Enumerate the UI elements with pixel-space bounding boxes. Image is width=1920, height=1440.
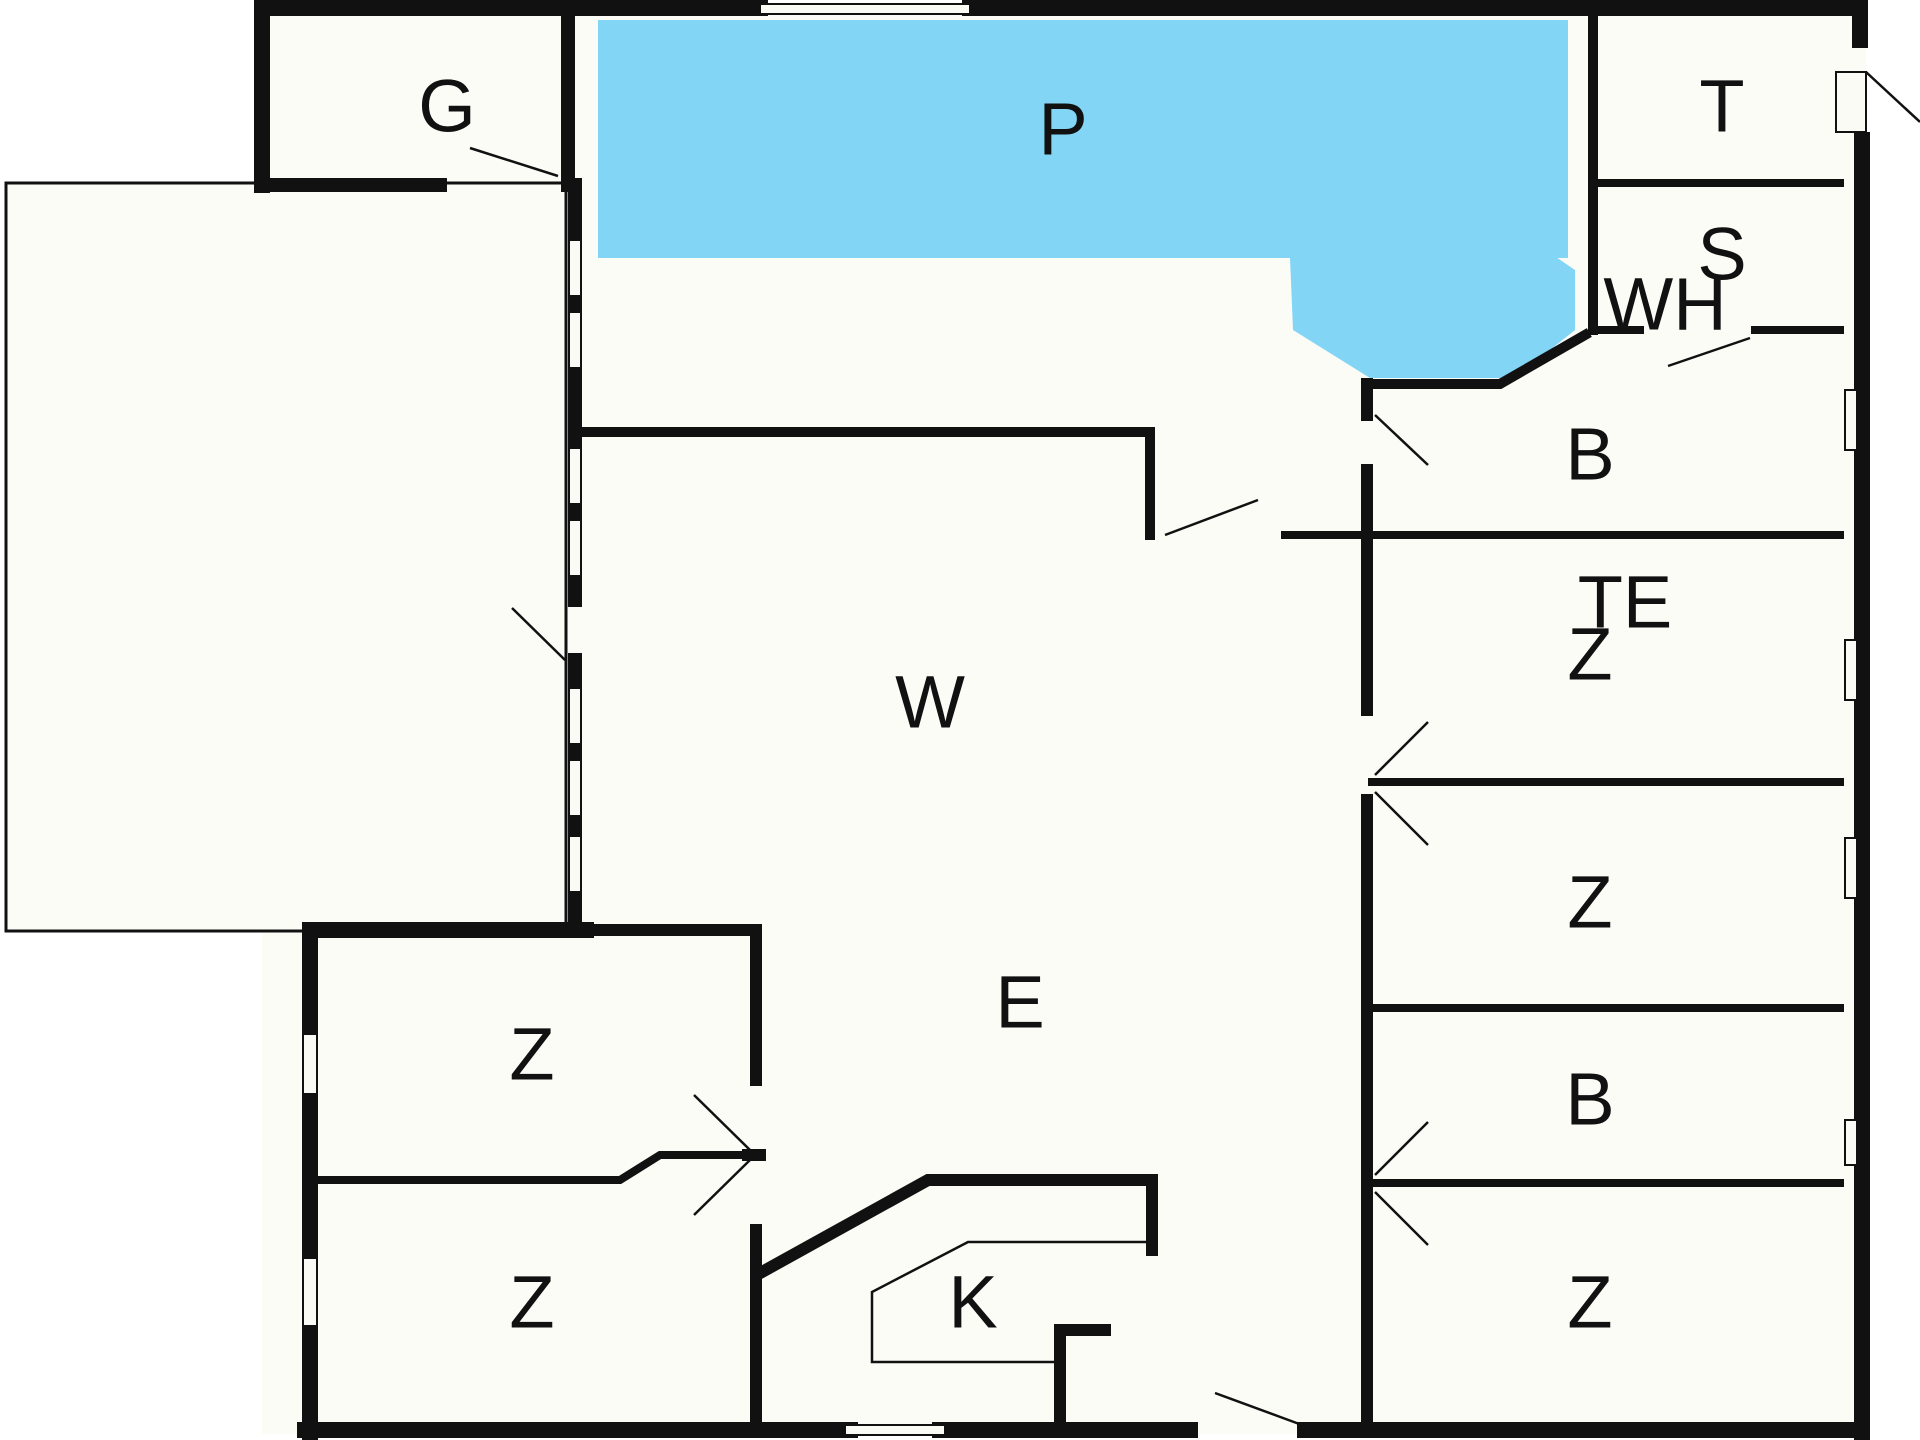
door-z-left-1: [693, 1094, 751, 1151]
window-left-wall-7: [568, 835, 582, 893]
room-label-g: G: [418, 65, 476, 148]
room-labels: G P T S WH B TE Z W Z E Z B Z K Z: [418, 65, 1746, 1344]
window-left-wall-6: [568, 759, 582, 817]
door-s: [1667, 336, 1751, 368]
windows: [302, 3, 1867, 1436]
window-left-wall-5: [568, 687, 582, 745]
window-right-2: [1844, 639, 1858, 701]
room-label-wh: WH: [1603, 263, 1726, 346]
room-label-te: TE: [1578, 561, 1673, 644]
window-right-3: [1844, 837, 1858, 899]
room-label-k: K: [948, 1261, 997, 1344]
room-label-z-right-middle: Z: [1567, 861, 1612, 944]
kitchen-counter: [870, 1240, 1148, 1364]
pool: [598, 20, 1575, 378]
room-label-s: S: [1697, 213, 1746, 296]
door-w-top: [1164, 498, 1259, 537]
terrace-area: [4, 181, 568, 933]
room-label-p: P: [1038, 88, 1087, 171]
room-label-t: T: [1699, 65, 1744, 148]
room-label-w: W: [895, 661, 965, 744]
window-left-lower-2: [302, 1257, 318, 1327]
room-label-z-right-upper: Z: [1567, 613, 1612, 696]
window-top: [759, 3, 971, 15]
window-bottom: [844, 1424, 946, 1436]
doors: [469, 71, 1920, 1427]
window-left-wall-4: [568, 519, 582, 577]
window-left-lower-1: [302, 1033, 318, 1095]
door-b-lower-1: [1374, 1121, 1429, 1176]
door-z-left-2: [693, 1159, 751, 1216]
door-te-2: [1374, 791, 1429, 846]
whirlpool: [1290, 212, 1575, 378]
door-g: [469, 146, 559, 178]
room-label-e: E: [995, 961, 1044, 1044]
door-terrace: [511, 607, 566, 661]
room-label-z-right-lower: Z: [1567, 1261, 1612, 1344]
door-b-upper: [1374, 414, 1429, 466]
door-b-lower-2: [1374, 1191, 1429, 1246]
door-entrance: [1214, 1391, 1303, 1427]
window-left-wall-2: [568, 311, 582, 369]
window-right-1: [1844, 389, 1858, 451]
window-right-top: [1835, 71, 1867, 133]
room-label-z-left-upper: Z: [509, 1013, 554, 1096]
window-left-wall-3: [568, 447, 582, 505]
window-left-wall-1: [568, 239, 582, 297]
room-label-z-left-lower: Z: [509, 1261, 554, 1344]
window-right-4: [1844, 1119, 1858, 1166]
room-label-b-lower: B: [1565, 1058, 1614, 1141]
door-te-1: [1374, 721, 1429, 776]
room-label-b-upper: B: [1565, 413, 1614, 496]
door-outside-top: [1865, 71, 1920, 123]
